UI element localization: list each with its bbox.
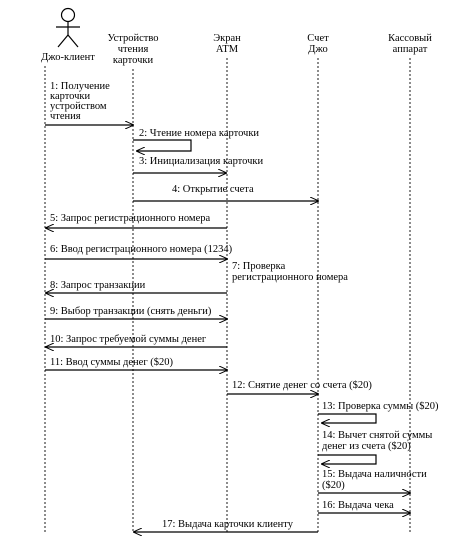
message-14-arrow (318, 454, 377, 464)
participant-account-line-1: Счет (307, 33, 329, 44)
message-17-label: 17: Выдача карточки клиенту (162, 519, 294, 530)
participant-reader-line-3: карточки (113, 55, 154, 66)
message-14-label-line-2: денег из счета ($20) (322, 441, 411, 452)
participant-reader-line-2: чтения (118, 44, 149, 55)
message-12-label: 12: Снятие денег со счета ($20) (232, 380, 372, 391)
message-2-arrow (133, 139, 192, 151)
message-13-arrow (318, 413, 377, 423)
participant-screen-line-1: Экран (213, 33, 241, 44)
message-5-label: 5: Запрос регистрационного номера (50, 213, 210, 224)
message-13-label: 13: Проверка суммы ($20) (322, 401, 439, 412)
message-1-label-line-2: карточки (50, 91, 91, 102)
participant-reader: Устройство чтения карточки (107, 33, 158, 66)
message-9-label: 9: Выбор транзакции (снять деньги) (50, 306, 212, 317)
message-6-label: 6: Ввод регистрационного номера (1234) (50, 244, 233, 255)
participant-reader-line-1: Устройство (107, 33, 158, 44)
participant-account-line-2: Джо (308, 44, 327, 55)
participant-screen: Экран ATM (213, 33, 241, 55)
participant-cash-line-2: аппарат (393, 44, 428, 55)
message-7-label-line-2: регистрационного номера (232, 272, 348, 283)
participant-account: Счет Джо (307, 33, 329, 55)
participant-screen-line-2: ATM (216, 44, 239, 55)
actor-label: Джо-клиент (41, 52, 95, 63)
actor-icon (56, 7, 80, 48)
message-8-label: 8: Запрос транзакции (50, 280, 146, 291)
message-7-label-line-1: 7: Проверка (232, 261, 286, 272)
message-4-label: 4: Открытие счета (172, 184, 254, 195)
message-1-label-line-1: 1: Получение (50, 81, 110, 92)
message-3-label: 3: Инициализация карточки (139, 156, 263, 167)
message-1-label-line-3: устройством (50, 101, 107, 112)
message-15-label-line-1: 15: Выдача наличности (322, 469, 427, 480)
message-11-label: 11: Ввод суммы денег ($20) (50, 357, 174, 368)
participant-cash: Кассовый аппарат (388, 33, 432, 55)
message-16-label: 16: Выдача чека (322, 500, 394, 511)
message-1-label-line-4: чтения (50, 111, 81, 122)
participant-cash-line-1: Кассовый (388, 33, 432, 44)
message-15-label-line-2: ($20) (322, 480, 345, 491)
message-10-label: 10: Запрос требуемой суммы денег (50, 334, 207, 345)
message-2-label: 2: Чтение номера карточки (139, 128, 259, 139)
message-14-label-line-1: 14: Вычет снятой суммы (322, 430, 432, 441)
